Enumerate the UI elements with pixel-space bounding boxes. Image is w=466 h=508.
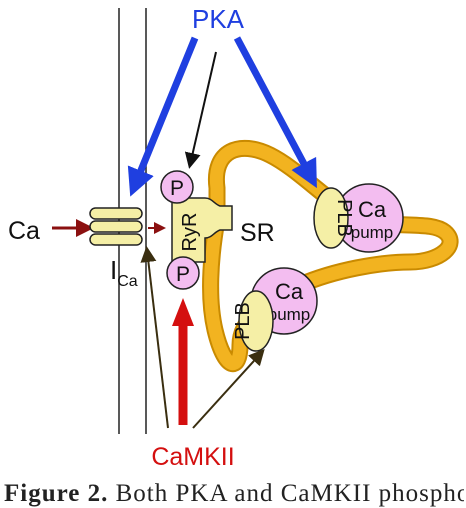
phospho-top: [160, 170, 194, 204]
plb-upper-label: PLB: [333, 199, 355, 237]
ica-subscript: Ca: [117, 273, 138, 290]
ca-channel: [89, 207, 143, 246]
phospho-bottom-label: P: [176, 263, 190, 286]
camkii-arrow-to-ryr-head: [172, 298, 194, 326]
pka-arrow-to-ryr: [184, 51, 217, 169]
ca-pump-lower-ca: Ca: [275, 279, 304, 304]
phospho-bottom: [166, 256, 200, 290]
ica-label: ICa: [110, 255, 138, 290]
caption-figure-label: Figure 2.: [4, 480, 109, 507]
ca-pump-upper-word: pump: [351, 223, 394, 242]
plb-lower-label: PLB: [232, 302, 254, 340]
sr-label: SR: [240, 219, 275, 247]
ca-label: Ca: [8, 217, 40, 245]
pka-arrow-to-channel: [127, 36, 199, 197]
ica-main: I: [110, 255, 117, 285]
ca-pump-lower-word: pump: [268, 305, 311, 324]
pka-arrow-to-plb: [233, 36, 317, 189]
ryr-label: RyR: [179, 213, 201, 252]
camkii-arrow-to-channel: [140, 246, 169, 429]
phospho-top-label: P: [170, 177, 184, 200]
pka-label: PKA: [192, 4, 245, 34]
ryr-block: [171, 197, 233, 263]
ca-pump-upper-ca: Ca: [358, 197, 387, 222]
camkii-label: CaMKII: [151, 443, 234, 471]
figure-caption: Figure 2. Both PKA and CaMKII phosphor: [4, 480, 464, 508]
caption-text: Both PKA and CaMKII phosphor: [115, 480, 464, 507]
camkii-arrow-to-plb: [192, 349, 265, 429]
plb-upper: [313, 187, 349, 249]
